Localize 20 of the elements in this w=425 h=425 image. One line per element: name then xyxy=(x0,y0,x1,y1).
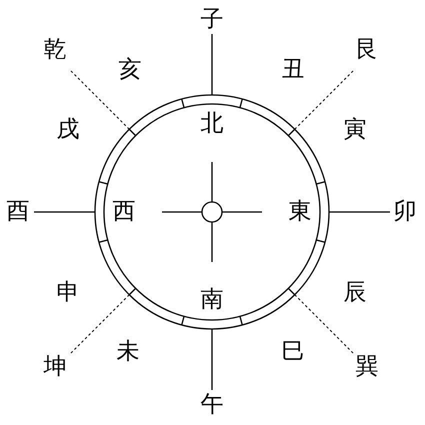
direction-label: 子 xyxy=(200,8,224,32)
direction-label: 巳 xyxy=(282,340,304,364)
direction-label: 亥 xyxy=(118,58,142,82)
direction-label: 戌 xyxy=(56,118,80,142)
direction-label: 酉 xyxy=(6,200,30,224)
direction-label: 艮 xyxy=(356,38,378,62)
direction-label: 卯 xyxy=(394,200,416,224)
direction-label: 坤 xyxy=(44,354,66,380)
direction-label: 丑 xyxy=(282,58,304,82)
direction-label: 申 xyxy=(56,280,80,306)
direction-label: 南 xyxy=(200,288,224,312)
direction-label: 午 xyxy=(200,392,224,418)
direction-label: 東 xyxy=(288,200,312,224)
direction-label: 巽 xyxy=(356,354,378,380)
direction-label: 西 xyxy=(112,200,136,224)
direction-label: 北 xyxy=(200,112,224,136)
direction-label: 乾 xyxy=(44,38,66,62)
direction-label: 辰 xyxy=(344,280,366,306)
direction-label: 寅 xyxy=(344,118,366,142)
direction-label: 未 xyxy=(116,340,140,364)
